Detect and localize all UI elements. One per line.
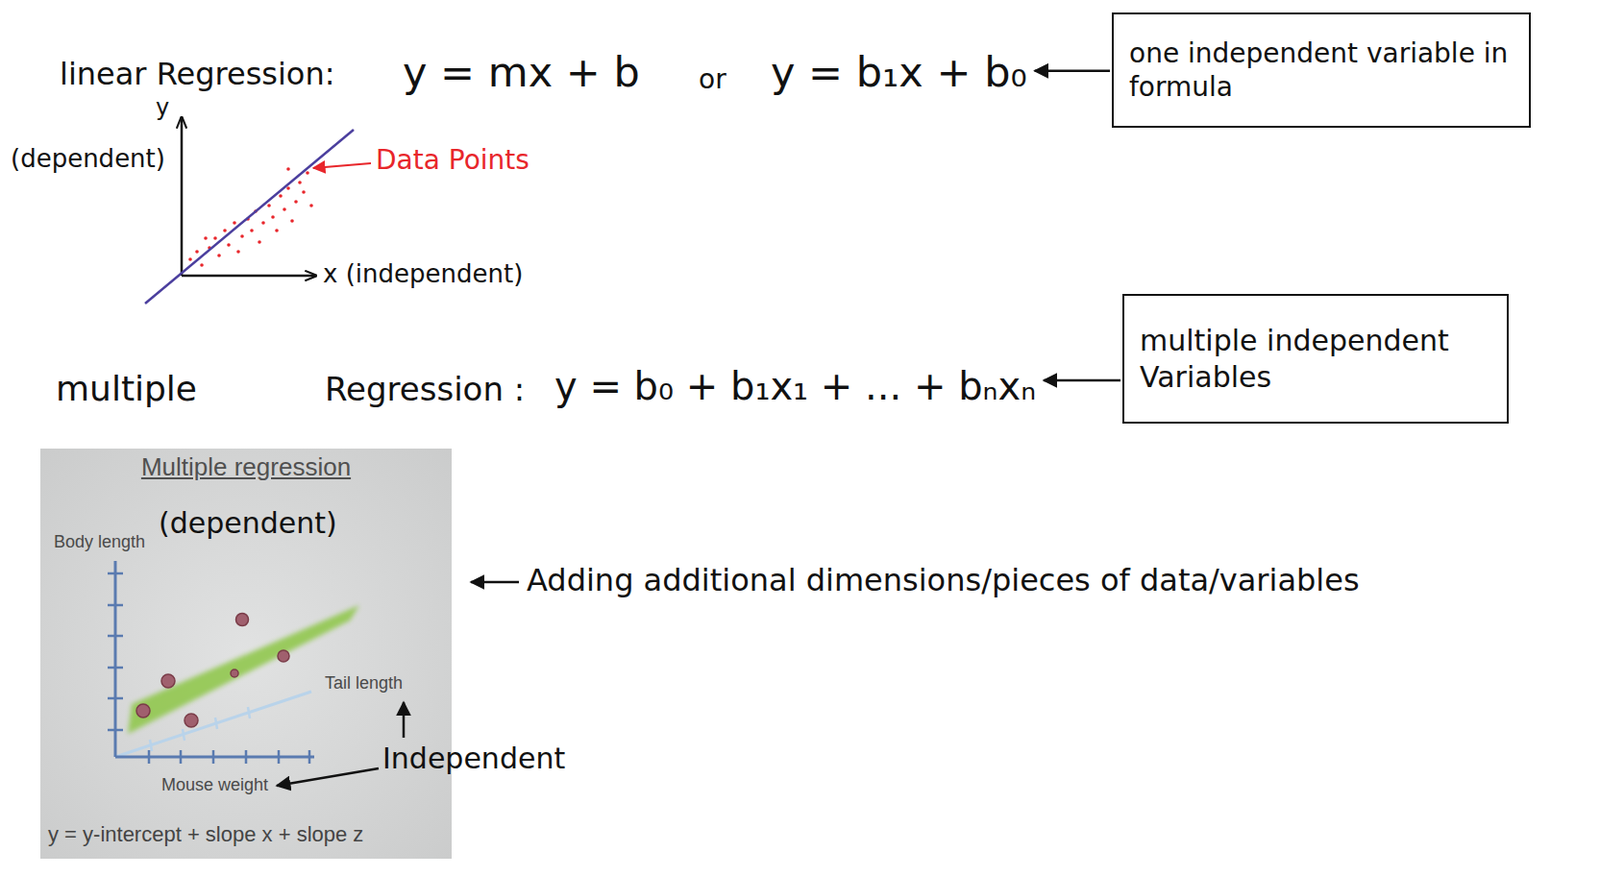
- leader-arrow: [1043, 379, 1121, 383]
- leader-arrow: [470, 581, 519, 585]
- picture-panel: [40, 448, 452, 860]
- section-heading: multiple: [55, 368, 197, 410]
- formula: y = b₁x + b₀: [770, 48, 1028, 99]
- annotation: Independent: [382, 741, 566, 777]
- annotation: Data Points: [375, 144, 530, 177]
- formula: y = y-intercept + slope x + slope z: [48, 822, 364, 848]
- picture-title: Multiple regression: [40, 452, 452, 483]
- tail-axis: [115, 691, 312, 758]
- x-axis: [181, 274, 317, 278]
- panel-y-axis: [114, 561, 118, 758]
- sample-dots: [136, 614, 290, 729]
- connective-word: or: [698, 63, 727, 97]
- formula: y = b₀ + b₁x₁ + ... + bₙxₙ: [554, 363, 1036, 410]
- picture-panel: Multiple regressionBody length (dependent…: [40, 448, 452, 860]
- section-heading: Regression :: [324, 369, 525, 410]
- y-axis: [180, 117, 184, 276]
- note-box: one independent variable in formula: [1111, 12, 1531, 128]
- axis-label: Body length: [53, 532, 146, 554]
- leader-arrow: [313, 163, 371, 169]
- axis-label: Tail length: [324, 673, 403, 695]
- axis-label: (dependent): [10, 144, 166, 174]
- axis-ticks: [107, 573, 310, 764]
- axis-label: y: [155, 94, 170, 123]
- box-text: one independent variable in formula: [1129, 36, 1514, 104]
- panel-x-axis: [115, 756, 315, 760]
- formula: y = mx + b: [402, 48, 640, 99]
- regression-line: [145, 129, 354, 304]
- note-box: multiple independent Variables: [1122, 294, 1509, 424]
- tail-ticks: [149, 707, 250, 752]
- leader-arrow: [276, 768, 379, 787]
- box-text: multiple independent Variables: [1139, 322, 1492, 395]
- section-heading: linear Regression:: [59, 55, 336, 93]
- leader-arrow: [1034, 70, 1110, 74]
- leader-arrow: [402, 702, 406, 739]
- annotation: (dependent): [158, 506, 338, 542]
- note: Adding additional dimensions/pieces of d…: [526, 562, 1360, 599]
- axis-label: x (independent): [322, 259, 523, 290]
- axis-label: Mouse weight: [161, 775, 269, 797]
